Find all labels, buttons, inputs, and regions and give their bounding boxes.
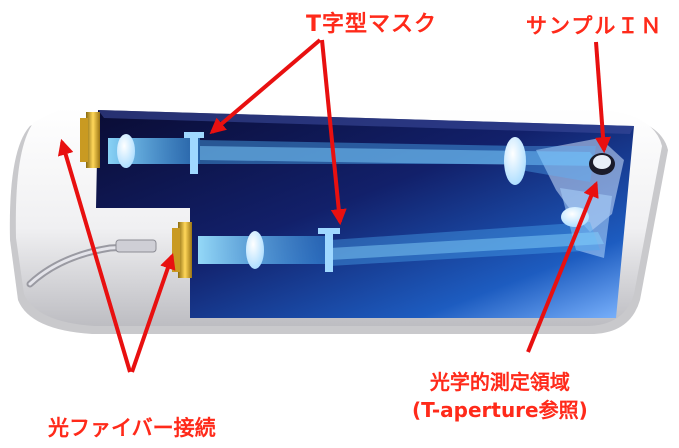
fiber-cable-icon — [26, 239, 157, 288]
t-mask-icon — [184, 132, 340, 272]
fiber-connector-icon — [80, 112, 192, 278]
annotation-arrows — [57, 38, 612, 373]
lens-icon — [117, 134, 589, 269]
sample-port-icon — [589, 153, 615, 175]
arrow-measurement-region — [526, 181, 599, 353]
upper-light-beam — [108, 138, 600, 182]
measurement-region-line1: 光学的測定領域 — [429, 370, 570, 394]
arrow-sample-in — [594, 41, 612, 154]
measurement-region-label: 光学的測定領域 (T-aperture参照) — [412, 368, 588, 424]
t-mask-label: T字型マスク — [306, 12, 438, 37]
fiber-connection-label: 光ファイバー接続 — [48, 416, 216, 440]
measurement-region-line2: (T-aperture参照) — [412, 398, 588, 422]
arrow-fiber-lower — [130, 252, 176, 373]
arrow-t-mask-lower — [320, 39, 347, 226]
sample-in-label: サンプルＩＮ — [526, 14, 664, 38]
arrow-fiber-upper — [57, 138, 132, 373]
arrow-t-mask-upper — [209, 38, 322, 135]
